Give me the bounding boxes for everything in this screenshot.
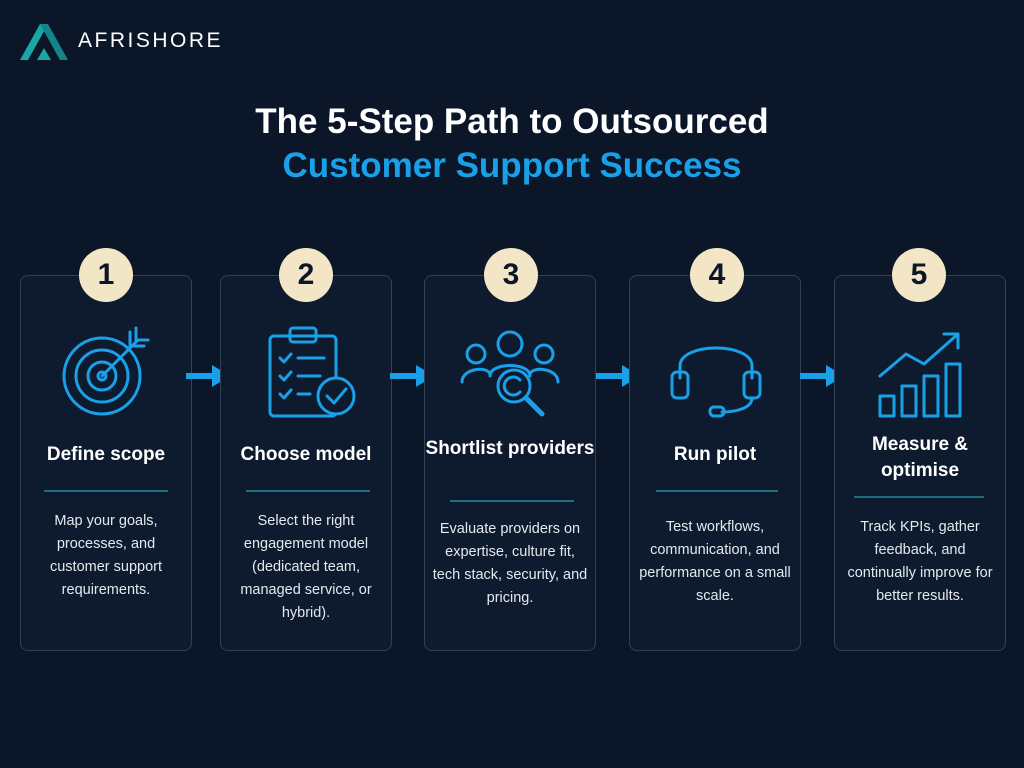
step-title-1: Define scope (46, 444, 166, 465)
step-badge-1: 1 (79, 248, 133, 302)
step-card-4 (629, 275, 801, 651)
step-card-2 (220, 275, 392, 651)
step-divider-5 (854, 496, 984, 498)
people-search-icon (460, 322, 560, 422)
target-icon (56, 322, 156, 422)
step-description-5: Track KPIs, gather feedback, and continu… (847, 519, 993, 604)
step-description-2: Select the right engagement model (dedic… (240, 513, 372, 621)
page-title: The 5-Step Path to Outsourced Customer S… (0, 100, 1024, 188)
step-divider-1 (44, 490, 168, 492)
step-badge-5: 5 (892, 248, 946, 302)
step-badge-2: 2 (279, 248, 333, 302)
step-title-2: Choose model (240, 444, 372, 465)
title-line-2: Customer Support Success (282, 146, 742, 185)
step-card-5 (834, 275, 1006, 651)
step-description-3: Evaluate providers on expertise, culture… (432, 521, 588, 606)
step-description-1: Map your goals, processes, and customer … (49, 513, 163, 598)
title-line-1: The 5-Step Path to Outsourced (255, 102, 769, 141)
checklist-icon (260, 322, 360, 422)
step-badge-3: 3 (484, 248, 538, 302)
step-divider-3 (450, 500, 574, 502)
step-divider-4 (656, 490, 778, 492)
step-badge-4: 4 (690, 248, 744, 302)
brand-logo: AFRISHORE (18, 20, 223, 62)
step-description-4: Test workflows, communication, and perfo… (639, 519, 791, 604)
step-divider-2 (246, 490, 370, 492)
step-title-3: Shortlist providers (425, 438, 595, 459)
step-title-5: Measure & optimise (871, 434, 969, 481)
step-title-4: Run pilot (673, 444, 757, 465)
afrishore-logo-icon (20, 24, 68, 60)
headset-icon (666, 322, 766, 422)
growth-chart-icon (870, 322, 970, 422)
brand-name: AFRISHORE (78, 29, 224, 52)
